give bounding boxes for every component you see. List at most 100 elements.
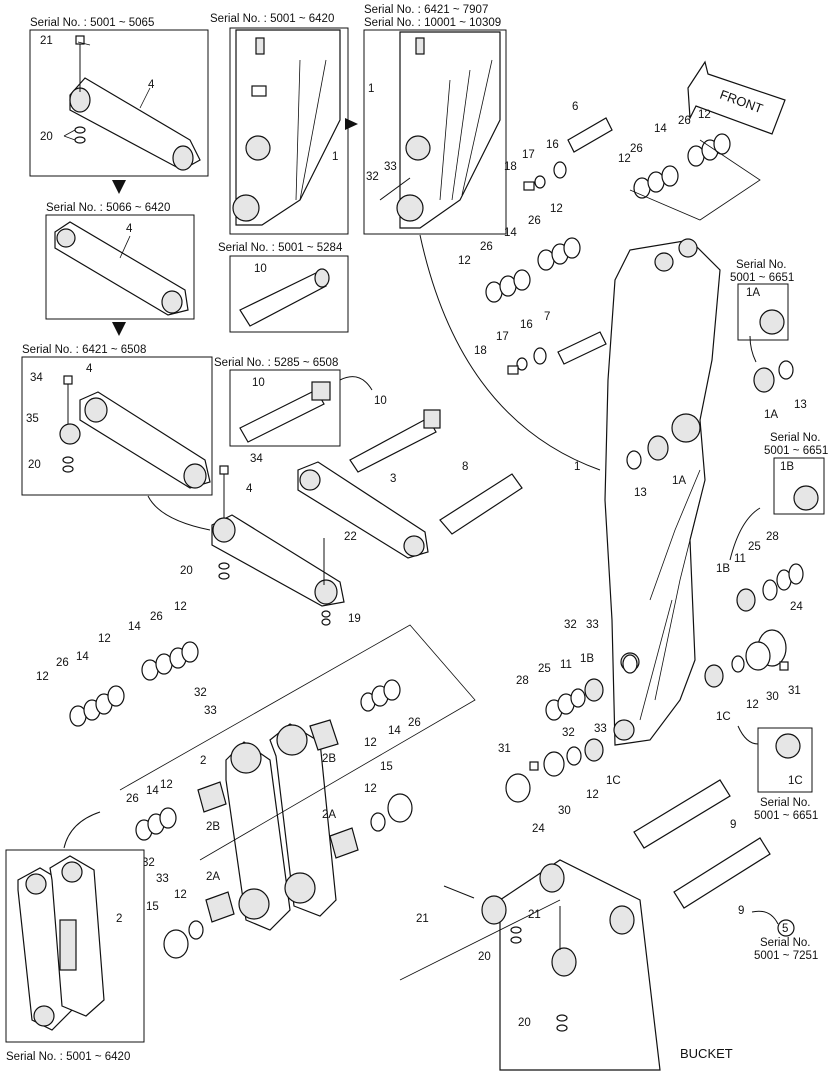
callout-32: 32: [194, 687, 207, 699]
serial-label: Serial No.: [736, 259, 787, 271]
inset-pin-5001-5284: Serial No. : 5001 ~ 5284 10: [218, 242, 349, 333]
callout-12: 12: [364, 737, 377, 749]
serial-label: Serial No. : 5285 ~ 6508: [214, 357, 338, 369]
flow-arrow: [112, 322, 126, 336]
inset-link-6421-6508: Serial No. : 6421 ~ 6508 34 4 35 20: [21, 344, 213, 496]
pin-10-and-link-3: 10 3 8 34 4 20 22 19: [180, 395, 523, 626]
connector-curve: [63, 811, 101, 849]
callout-22: 22: [344, 531, 357, 543]
callout-31: 31: [498, 743, 511, 755]
inset-link-5066-6420: Serial No. : 5066 ~ 6420 4: [45, 202, 195, 320]
inset-link-5001-5065: Serial No. : 5001 ~ 5065 21 4 20: [29, 17, 209, 177]
front-direction-arrow: FRONT: [687, 60, 786, 135]
callout-12: 12: [746, 699, 759, 711]
connector-curve: [339, 376, 373, 391]
callout-24: 24: [532, 823, 545, 835]
callout-16: 16: [520, 319, 533, 331]
callout-12: 12: [364, 783, 377, 795]
flow-arrow: [112, 180, 126, 194]
callout-10: 10: [252, 377, 265, 389]
washer-stack-mid: 12 26 14 26 12: [458, 203, 581, 303]
serial-label: Serial No. : 5001 ~ 5284: [218, 242, 343, 254]
callout-24: 24: [790, 601, 803, 613]
callout-2B: 2B: [206, 821, 220, 833]
callout-32: 32: [142, 857, 155, 869]
callout-4: 4: [246, 483, 253, 495]
callout-9: 9: [738, 905, 744, 917]
callout-14: 14: [76, 651, 89, 663]
washer-stack-1B: 1B 11 25 28 24 12 30 31 1C: [704, 531, 804, 723]
callout-15: 15: [146, 901, 159, 913]
callout-1B: 1B: [716, 563, 730, 575]
bucket-label: BUCKET: [680, 1046, 733, 1061]
callout-12: 12: [160, 779, 173, 791]
serial-label: Serial No.: [760, 937, 811, 949]
serial-label: Serial No. : 10001 ~ 10309: [364, 17, 501, 29]
callout-2A: 2A: [206, 871, 220, 883]
callout-32: 32: [562, 727, 575, 739]
callout-4: 4: [126, 223, 133, 235]
bucket-part: 21 21 20 20 BUCKET: [399, 859, 733, 1071]
callout-9: 9: [730, 819, 736, 831]
callout-1A: 1A: [746, 287, 760, 299]
callout-20: 20: [28, 459, 41, 471]
callout-34: 34: [30, 372, 43, 384]
callout-2: 2: [116, 913, 122, 925]
callout-11: 11: [560, 659, 572, 671]
serial-label: Serial No. : 5001 ~ 6420: [6, 1051, 130, 1063]
callout-12: 12: [174, 601, 187, 613]
connector-curve: [729, 507, 761, 561]
callout-18: 18: [474, 345, 487, 357]
serial-label: Serial No. : 5001 ~ 6420: [210, 13, 334, 25]
serial-label: Serial No. : 6421 ~ 7907: [364, 4, 488, 16]
callout-6: 6: [572, 101, 578, 113]
callout-33: 33: [204, 705, 217, 717]
callout-4: 4: [148, 79, 155, 91]
inset-arm-6421-7907: Serial No. : 6421 ~ 7907 Serial No. : 10…: [363, 4, 507, 235]
callout-10: 10: [254, 263, 267, 275]
callout-20: 20: [478, 951, 491, 963]
callout-32: 32: [564, 619, 577, 631]
callout-34: 34: [250, 453, 263, 465]
serial-label: Serial No.: [770, 432, 821, 444]
callout-17: 17: [496, 331, 509, 343]
callout-21: 21: [528, 909, 541, 921]
serial-label: 5001 ~ 6651: [764, 445, 828, 457]
callout-2A: 2A: [322, 809, 336, 821]
link-2-assembly: 2 2B 2B 2A 2A 32 33 32 33: [119, 624, 476, 931]
callout-32: 32: [366, 171, 379, 183]
callout-33: 33: [156, 873, 169, 885]
callout-20: 20: [518, 1017, 531, 1029]
callout-1C: 1C: [606, 775, 621, 787]
connector-curve: [751, 910, 779, 925]
callout-30: 30: [558, 805, 571, 817]
callout-15: 15: [380, 761, 393, 773]
callout-25: 25: [538, 663, 551, 675]
serial-label: 5001 ~ 6651: [754, 810, 818, 822]
right-side-parts: 6 16 17 18 12 26 14 26 12 12: [458, 101, 828, 962]
connector-curve: [737, 725, 759, 745]
callout-11: 11: [734, 553, 746, 565]
callout-10: 10: [374, 395, 387, 407]
callout-1A: 1A: [672, 475, 686, 487]
callout-18: 18: [504, 161, 517, 173]
callout-12: 12: [36, 671, 49, 683]
callout-1B: 1B: [580, 653, 594, 665]
callout-26: 26: [630, 143, 643, 155]
washer-stack-1C-left: 31 24 30 12 1C: [498, 738, 621, 835]
callout-33: 33: [594, 723, 607, 735]
callout-21: 21: [416, 913, 429, 925]
serial-label: 5001 ~ 7251: [754, 950, 818, 962]
callout-26: 26: [480, 241, 493, 253]
callout-12: 12: [98, 633, 111, 645]
washer-stack-upper-right: 12 26 14 26 12: [618, 109, 761, 221]
callout-33: 33: [586, 619, 599, 631]
callout-20: 20: [180, 565, 193, 577]
callout-1A: 1A: [764, 409, 778, 421]
callout-12: 12: [458, 255, 471, 267]
callout-2B: 2B: [322, 753, 336, 765]
callout-14: 14: [504, 227, 517, 239]
callout-14: 14: [146, 785, 159, 797]
